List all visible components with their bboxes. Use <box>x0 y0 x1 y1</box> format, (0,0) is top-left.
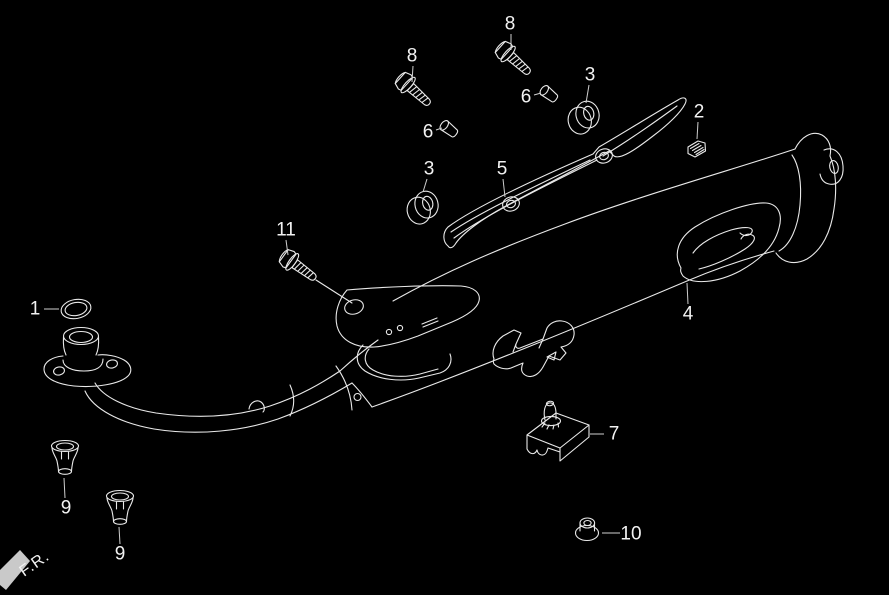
callout-label-1: 1 <box>30 299 41 320</box>
heat-shield <box>443 97 687 249</box>
muffler-emboss <box>676 202 781 283</box>
callout-label-6: 6 <box>423 122 434 143</box>
shield-hole <box>502 196 520 212</box>
callout-leader-3 <box>585 84 590 104</box>
shield-collar <box>537 83 561 105</box>
pipe-weld-seam <box>289 384 295 417</box>
muffler-top-bracket <box>335 285 480 348</box>
callout-label-7: 7 <box>609 424 620 445</box>
callout-leader-4 <box>686 282 689 305</box>
callout-leader-9 <box>118 526 121 545</box>
muffler-body <box>335 132 844 411</box>
shield-grommet <box>563 98 604 138</box>
flange-bolt-hole <box>106 359 118 369</box>
flange-nut <box>574 517 600 542</box>
callout-leader-8 <box>411 65 414 83</box>
callout-label-8: 8 <box>505 14 516 35</box>
callout-leader-3 <box>422 178 428 193</box>
callout-leader-2 <box>696 121 699 140</box>
rubber-mount <box>105 489 135 525</box>
shield-collar <box>437 118 461 140</box>
callout-label-3: 3 <box>585 65 596 86</box>
callout-label-9: 9 <box>61 498 72 519</box>
muffler-hook-bracket <box>492 320 575 378</box>
muffler-band <box>356 344 452 381</box>
tail-pipe <box>819 148 844 185</box>
shield-bolt <box>391 68 437 113</box>
callout-label-10: 10 <box>620 524 641 545</box>
fr-arrow-icon <box>0 550 30 590</box>
callout-leader-11 <box>285 239 289 256</box>
callout-label-5: 5 <box>497 159 508 180</box>
callout-leader-6 <box>435 127 443 131</box>
callout-label-2: 2 <box>694 102 705 123</box>
direction-indicator: F.R. <box>0 548 53 590</box>
callout-leader-6 <box>533 92 542 96</box>
callout-label-6: 6 <box>521 87 532 108</box>
shield-bolt <box>491 37 537 82</box>
rubber-mount <box>50 439 80 475</box>
bolt-11-pointer-line <box>315 279 353 304</box>
clip-nut <box>687 140 707 158</box>
shield-hole <box>595 148 613 164</box>
exhaust-pipe <box>43 326 379 433</box>
callout-leader-9 <box>63 477 66 499</box>
exhaust-gasket <box>60 298 92 320</box>
callout-label-4: 4 <box>683 304 694 325</box>
pipe-tab <box>248 400 265 413</box>
shield-grommet <box>402 188 443 228</box>
callout-label-3: 3 <box>424 159 435 180</box>
muffler-mount-bolt <box>275 245 322 288</box>
cone-seam <box>335 365 353 411</box>
callout-leader-5 <box>502 178 506 198</box>
cone-hole <box>353 392 362 402</box>
callout-label-9: 9 <box>115 544 126 565</box>
flange-bolt-hole <box>53 366 65 376</box>
callout-label-8: 8 <box>407 46 418 67</box>
callout-label-11: 11 <box>276 220 296 241</box>
mount-block <box>526 400 590 462</box>
